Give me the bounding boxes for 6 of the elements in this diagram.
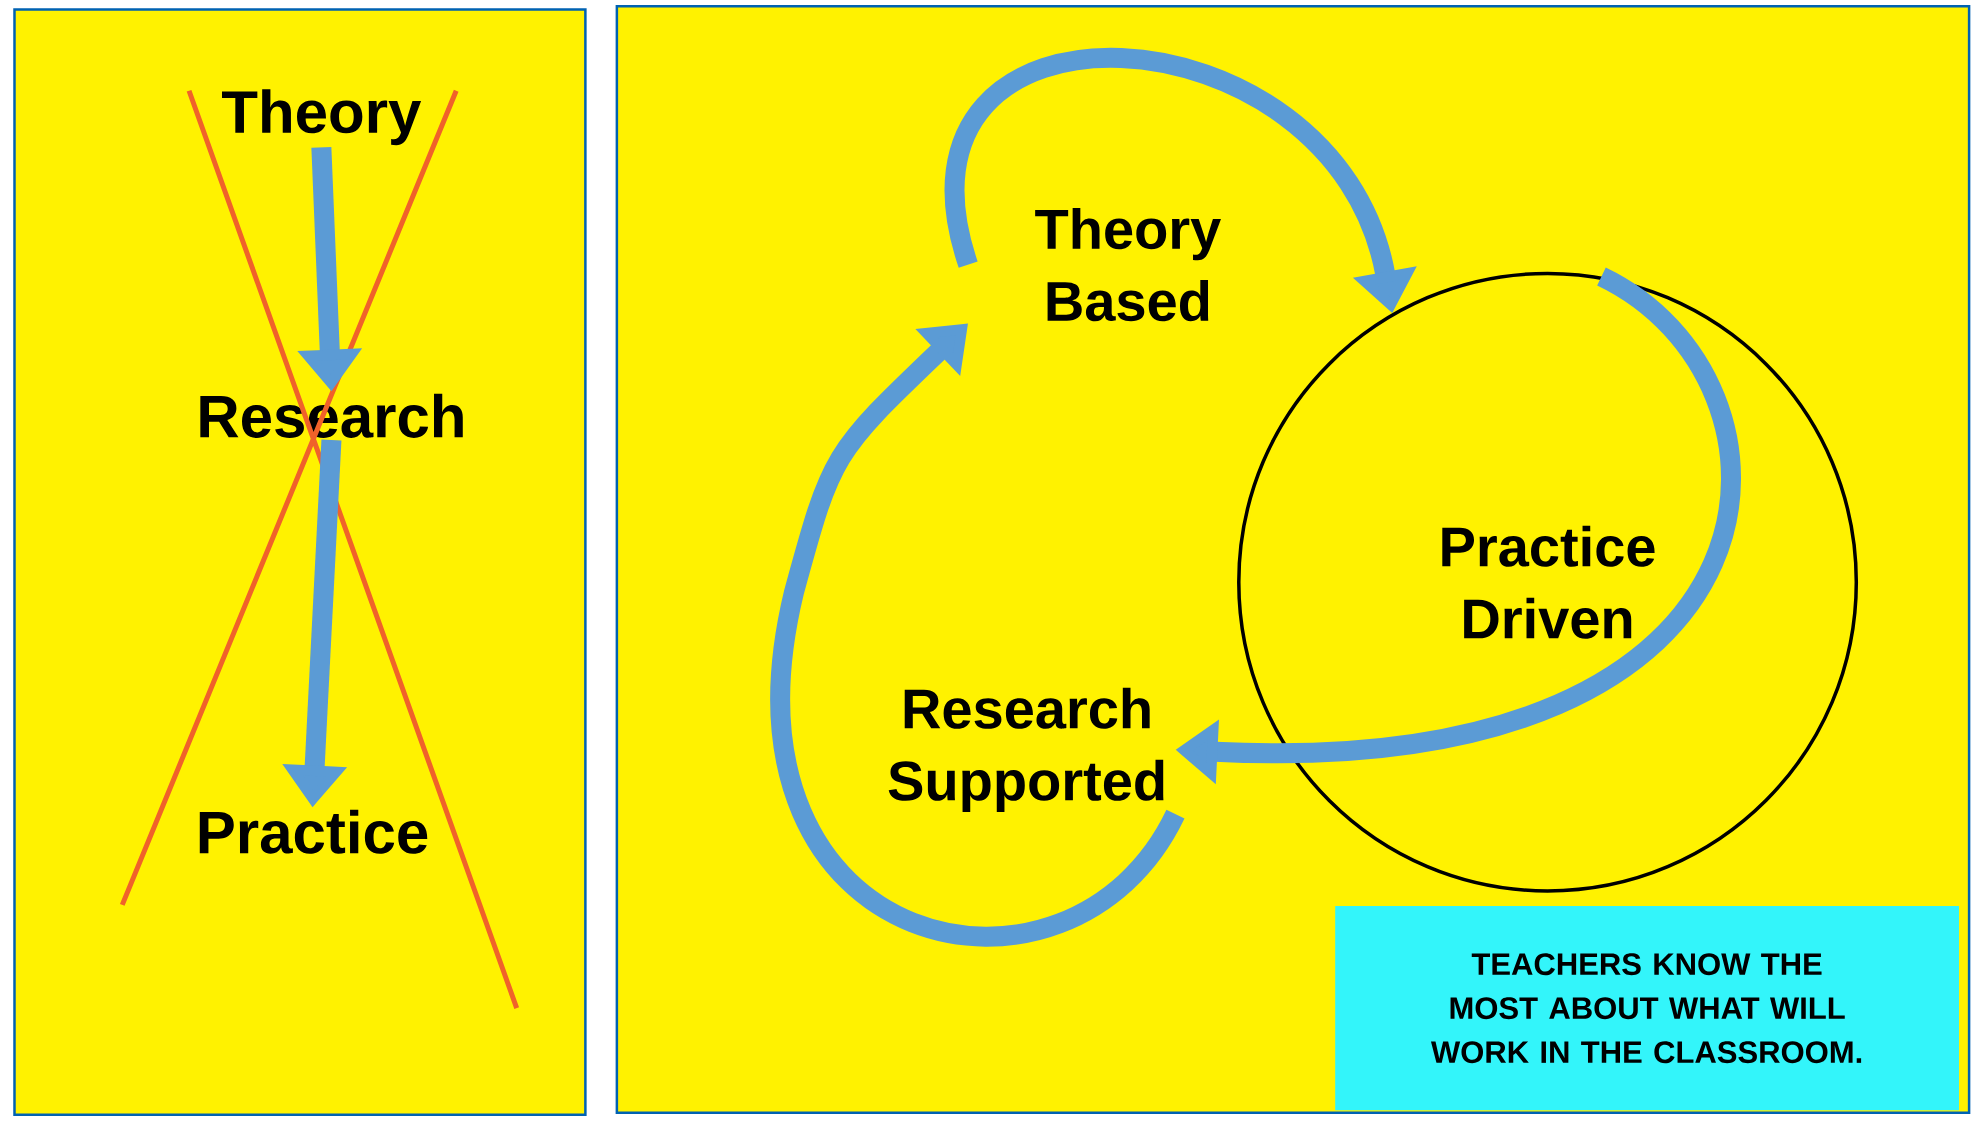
note-box: TEACHERS KNOW THE MOST ABOUT WHAT WILL WORK IN THE CLASSROOM.: [1335, 906, 1959, 1111]
label-text: Practice: [199, 809, 428, 854]
label-text: Theory: [222, 89, 422, 146]
label-text: Theory Based: [1035, 208, 1221, 322]
label-text: Research Supported: [888, 687, 1164, 813]
panel: [13, 8, 587, 1117]
